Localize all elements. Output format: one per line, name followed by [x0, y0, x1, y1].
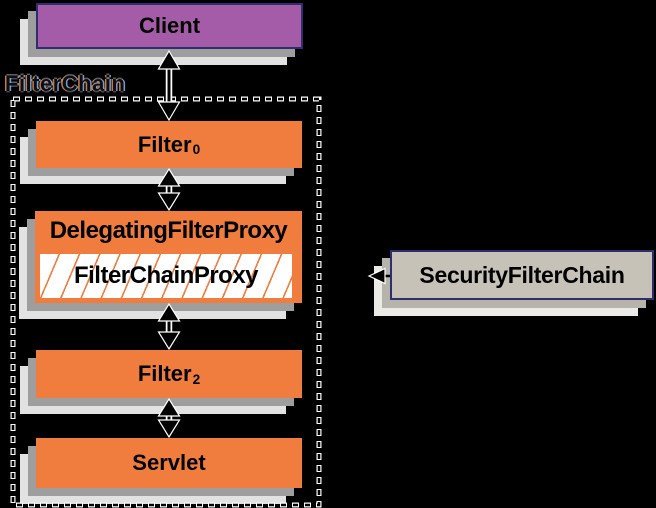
servlet-label: Servlet [132, 450, 206, 475]
servlet-box: Servlet [36, 438, 302, 488]
delegating-filter-proxy-box: DelegatingFilterProxy FilterChainProxy [35, 211, 302, 303]
delegating-filter-proxy-label: DelegatingFilterProxy [49, 217, 288, 244]
security-filter-chain-box: SecurityFilterChain [390, 250, 654, 300]
filter0-subscript: 0 [192, 142, 201, 158]
filter-chain-proxy-box: FilterChainProxy [38, 252, 294, 300]
client-label: Client [138, 13, 201, 38]
filter2-subscript: 2 [192, 371, 201, 387]
filter-chain-proxy-label: FilterChainProxy [73, 262, 259, 289]
filter0-label: Filter [137, 131, 192, 157]
filter2-label: Filter [137, 361, 192, 386]
client-box: Client [36, 3, 303, 49]
filterchain-group-label: FilterChain [5, 71, 126, 96]
security-filter-chain-label: SecurityFilterChain [419, 261, 625, 288]
